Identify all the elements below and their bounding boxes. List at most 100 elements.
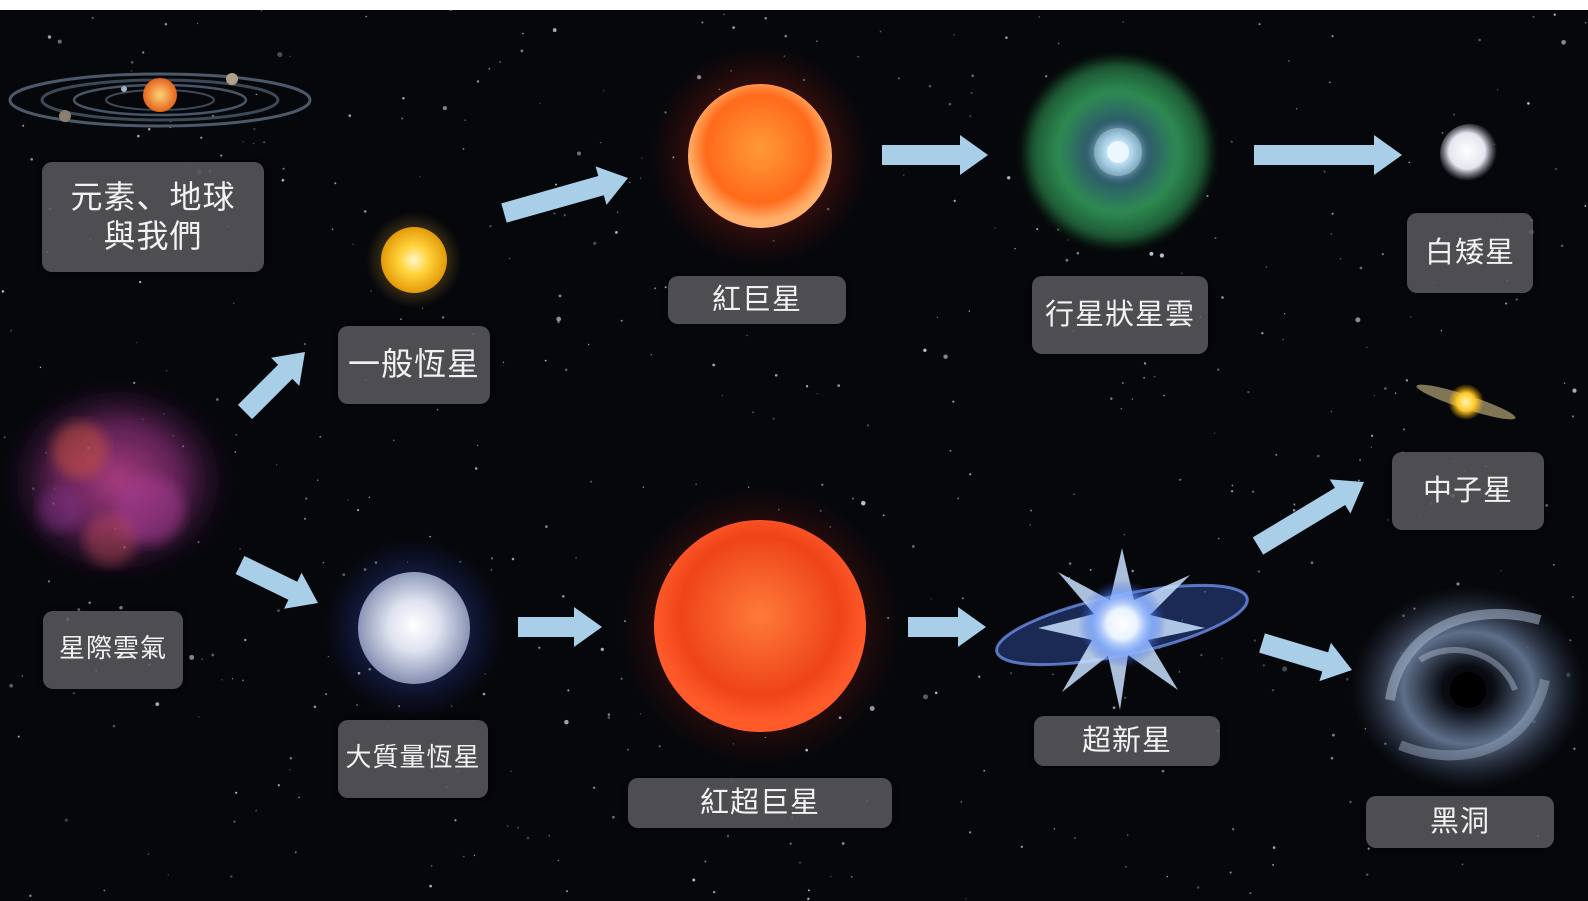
background-star [1020, 845, 1023, 848]
background-star [567, 689, 570, 692]
arrow-massive-star-to-red-supergiant [518, 607, 602, 647]
background-star [235, 791, 238, 794]
arrow-average-star-to-red-giant [501, 166, 628, 223]
background-star [639, 713, 642, 715]
background-star [553, 212, 556, 215]
supernova-icon [995, 548, 1249, 710]
background-star [1153, 375, 1156, 378]
massive-star-label: 大質量恆星 [338, 720, 488, 798]
background-star [1159, 253, 1165, 258]
background-star [235, 433, 238, 436]
background-star [155, 702, 160, 706]
background-star [774, 373, 778, 377]
background-star [130, 70, 133, 72]
background-star [142, 51, 145, 54]
background-star [1441, 132, 1444, 134]
background-star [239, 548, 241, 550]
background-star [1230, 140, 1233, 144]
arrow-planetary-nebula-to-white-dwarf [1254, 135, 1402, 175]
background-star [723, 13, 725, 16]
background-star [1231, 484, 1234, 487]
background-star [1149, 251, 1154, 256]
background-star [620, 319, 623, 322]
background-star [957, 497, 960, 500]
arrow-supernova-to-neutron-star [1252, 479, 1364, 555]
background-star [557, 859, 559, 862]
background-star [607, 716, 611, 719]
background-star [1293, 503, 1296, 506]
background-star [1014, 248, 1016, 250]
background-star [548, 835, 550, 837]
background-star [726, 835, 730, 838]
background-star [482, 692, 486, 696]
background-star [1345, 677, 1349, 681]
background-star [21, 675, 23, 677]
background-star [91, 16, 94, 20]
background-star [64, 818, 68, 822]
background-star [1068, 562, 1072, 565]
elements-earth-us-label: 元素、地球 與我們 [42, 162, 264, 272]
background-star [73, 692, 75, 694]
background-star [255, 93, 258, 96]
background-star [1052, 673, 1054, 675]
background-star [641, 157, 643, 159]
background-star [1409, 316, 1412, 318]
background-star [3, 436, 6, 439]
background-star [303, 343, 306, 346]
background-star [1076, 252, 1080, 255]
background-star [923, 348, 927, 353]
background-star [29, 894, 32, 897]
background-star [189, 654, 195, 660]
background-star [821, 483, 824, 486]
background-star [1166, 875, 1168, 878]
background-star [866, 424, 870, 427]
background-star [1204, 590, 1206, 593]
background-star [473, 854, 476, 857]
background-star [1124, 865, 1127, 868]
background-star [1500, 570, 1502, 572]
background-star [509, 257, 511, 260]
background-star [1339, 257, 1342, 260]
background-star [1367, 847, 1370, 850]
background-star [1288, 60, 1290, 62]
background-star [1073, 836, 1077, 840]
background-star [1251, 490, 1255, 493]
background-star [47, 580, 51, 583]
background-star [230, 875, 233, 878]
background-star [558, 294, 562, 298]
background-star [953, 34, 955, 36]
background-star [898, 77, 900, 80]
background-star [77, 608, 81, 611]
background-star [1030, 509, 1033, 512]
yellow-star-icon [366, 212, 462, 308]
arrow-red-supergiant-to-supernova [908, 607, 986, 647]
background-star [430, 865, 433, 867]
background-star [564, 719, 569, 725]
background-star [1065, 258, 1069, 262]
background-star [347, 499, 349, 501]
background-star [476, 444, 479, 447]
background-star [489, 225, 492, 228]
background-star [961, 597, 964, 600]
background-star [1330, 233, 1333, 235]
interstellar-cloud-icon [3, 380, 233, 580]
arrow-supernova-to-black-hole [1259, 633, 1352, 682]
background-star [506, 825, 509, 827]
background-star [454, 819, 457, 822]
background-star [772, 417, 775, 420]
background-star [88, 601, 91, 604]
background-star [1007, 176, 1011, 180]
background-star [317, 479, 319, 481]
background-star [356, 704, 358, 706]
background-star [590, 480, 593, 483]
background-star [1009, 672, 1013, 675]
background-star [971, 74, 975, 78]
background-star [1553, 564, 1555, 566]
background-star [1257, 570, 1261, 573]
background-star [969, 473, 972, 476]
background-star [197, 715, 200, 718]
background-star [807, 889, 810, 892]
background-star [850, 876, 853, 878]
white-dwarf-label: 白矮星 [1407, 213, 1533, 293]
background-star [1178, 671, 1181, 673]
